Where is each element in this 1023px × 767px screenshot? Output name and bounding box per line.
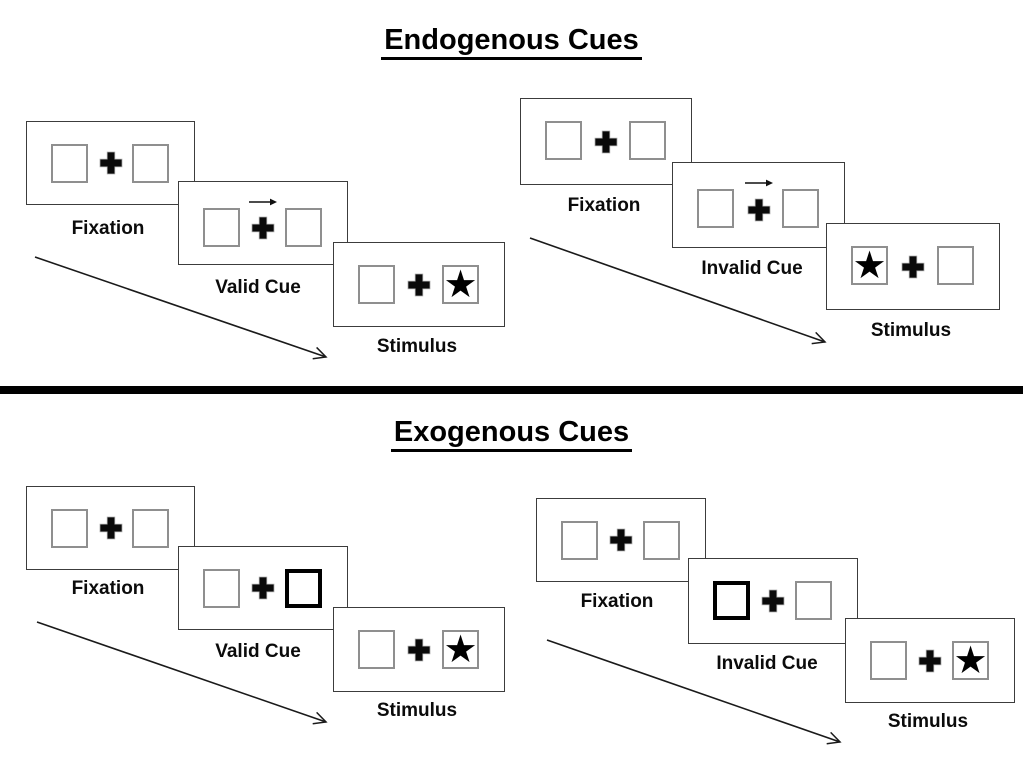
panel-label-valid-cue: Valid Cue	[215, 641, 301, 662]
fixation-cross-icon	[609, 528, 633, 552]
star-target-box: ★	[952, 641, 989, 680]
fixation-cross-icon	[99, 151, 122, 175]
right-box	[629, 121, 666, 160]
fixation-cross-icon	[594, 130, 618, 153]
panel-label-invalid-cue: Invalid Cue	[701, 258, 803, 279]
star-target-box: ★	[442, 630, 479, 669]
endo-invalid-cue-panel	[672, 162, 845, 248]
endo-invalid-fixation-panel	[520, 98, 692, 185]
right-box	[937, 246, 974, 285]
left-box	[545, 121, 582, 160]
panel-label-stimulus: Stimulus	[376, 336, 458, 357]
panel-label-fixation: Fixation	[71, 218, 145, 239]
panel-label-fixation: Fixation	[71, 578, 145, 599]
star-target-box: ★	[442, 265, 479, 304]
fixation-cross-icon	[747, 198, 770, 222]
timeline-arrow-exogenous-valid	[36, 621, 328, 725]
exogenous-section-title: Exogenous Cues	[0, 416, 1023, 452]
exo-invalid-stimulus-panel: ★	[845, 618, 1015, 703]
endo-valid-fixation-panel	[26, 121, 195, 205]
left-box	[51, 144, 88, 183]
star-icon: ★	[852, 242, 887, 287]
panel-label-stimulus: Stimulus	[887, 711, 969, 732]
left-box	[51, 509, 88, 548]
left-box	[358, 265, 395, 304]
fixation-cross-icon	[761, 589, 785, 613]
fixation-cross-icon	[99, 516, 122, 540]
fixation-cross-icon	[407, 273, 431, 296]
endo-valid-stimulus-panel: ★	[333, 242, 505, 327]
exo-invalid-fixation-panel	[536, 498, 706, 582]
left-box	[697, 189, 734, 228]
section-divider	[0, 386, 1023, 394]
right-box	[132, 144, 169, 183]
timeline-arrow-endogenous-invalid	[529, 237, 827, 345]
endogenous-title-text: Endogenous Cues	[381, 24, 642, 60]
exo-valid-stimulus-panel: ★	[333, 607, 505, 692]
right-box	[782, 189, 819, 228]
panel-label-fixation: Fixation	[567, 195, 641, 216]
fixation-cross-icon	[251, 576, 275, 600]
panel-label-invalid-cue: Invalid Cue	[716, 653, 818, 674]
left-box	[203, 569, 240, 608]
panel-label-valid-cue: Valid Cue	[215, 277, 301, 298]
panel-label-stimulus: Stimulus	[870, 320, 952, 341]
exo-invalid-cue-panel	[688, 558, 858, 644]
fixation-cross-icon	[251, 216, 275, 240]
bold-cue-box	[285, 569, 322, 608]
panel-label-stimulus: Stimulus	[376, 700, 458, 721]
right-box	[285, 208, 322, 247]
right-box	[132, 509, 169, 548]
timeline-arrow-endogenous-valid	[34, 256, 328, 360]
left-box	[358, 630, 395, 669]
exogenous-title-text: Exogenous Cues	[390, 416, 633, 452]
fixation-cross-icon	[901, 255, 925, 278]
panel-label-fixation: Fixation	[580, 591, 654, 612]
exo-valid-fixation-panel	[26, 486, 195, 570]
star-icon: ★	[953, 637, 988, 682]
cue-arrow-right-icon	[744, 179, 773, 187]
star-icon: ★	[443, 261, 478, 306]
cue-arrow-right-icon	[249, 198, 277, 206]
right-box	[643, 521, 680, 560]
fixation-cross-icon	[407, 638, 431, 661]
endo-valid-cue-panel	[178, 181, 348, 265]
left-box	[203, 208, 240, 247]
left-box	[870, 641, 907, 680]
exo-valid-cue-panel	[178, 546, 348, 630]
star-icon: ★	[443, 626, 478, 671]
left-box	[561, 521, 598, 560]
fixation-cross-icon	[918, 649, 942, 672]
star-target-box: ★	[851, 246, 888, 285]
right-box	[795, 581, 832, 620]
endo-invalid-stimulus-panel: ★	[826, 223, 1000, 310]
endogenous-section-title: Endogenous Cues	[0, 24, 1023, 60]
bold-cue-box	[713, 581, 750, 620]
